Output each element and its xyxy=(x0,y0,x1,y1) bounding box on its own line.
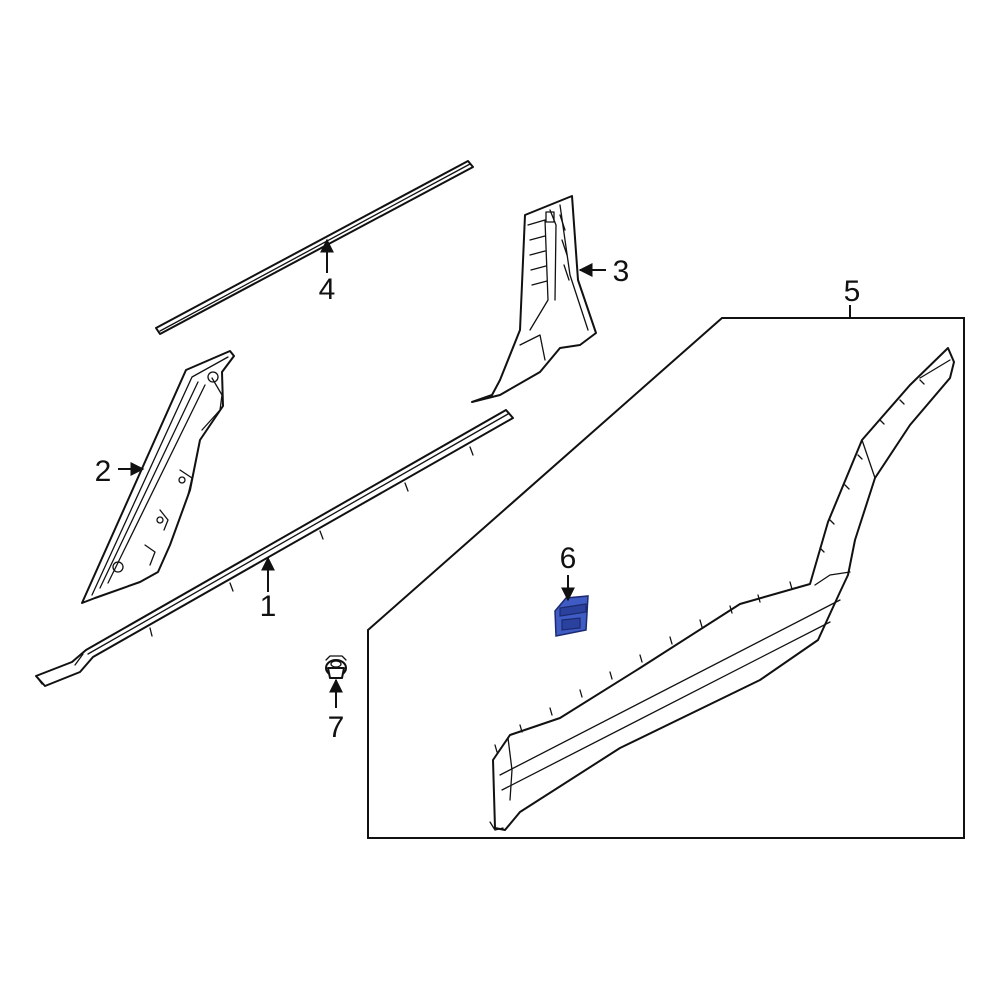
part-3-b-pillar-trim[interactable] xyxy=(471,195,597,403)
part-4-molding-strip[interactable] xyxy=(155,160,474,335)
part-6-retainer-clip[interactable] xyxy=(554,595,589,637)
callout-3: 3 xyxy=(613,255,630,288)
part-5-side-molding[interactable] xyxy=(489,347,955,831)
part-7-push-fastener[interactable] xyxy=(325,655,347,679)
callout-2: 2 xyxy=(95,455,112,488)
part-2-pillar-trim[interactable] xyxy=(81,350,235,604)
callout-5: 5 xyxy=(844,275,861,308)
callout-1: 1 xyxy=(260,590,277,623)
callout-4: 4 xyxy=(319,273,336,306)
callout-7: 7 xyxy=(328,711,345,744)
part-1-belt-molding[interactable] xyxy=(35,409,514,687)
part-5-detail-frame xyxy=(367,317,965,839)
callout-6: 6 xyxy=(560,542,577,575)
